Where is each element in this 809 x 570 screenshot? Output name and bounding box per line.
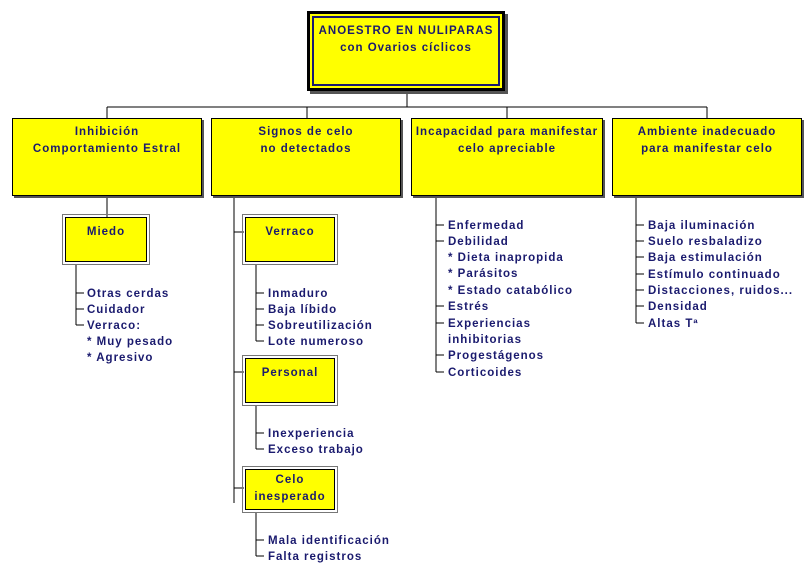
list-item: inhibitorias (448, 334, 522, 346)
subnode-celo-inesperado: Celo inesperado (242, 466, 338, 513)
subnode-title: Miedo (86, 226, 126, 238)
category-inhibicion: Inhibición Comportamiento Estral (12, 118, 202, 196)
list-item: * Muy pesado (87, 336, 174, 348)
list-item: Baja líbido (268, 304, 338, 316)
list-item: Falta registros (268, 551, 363, 563)
subnode-title-line2: inesperado (254, 491, 326, 503)
category-line1: Ambiente inadecuado (637, 126, 777, 138)
list-item: Estrés (448, 301, 490, 313)
category-signos: Signos de celo no detectados (211, 118, 401, 196)
subnode-title: Verraco (265, 226, 315, 238)
list-item: Enfermedad (448, 220, 525, 232)
subnode-verraco: Verraco (242, 214, 338, 265)
category-line2: no detectados (260, 143, 352, 155)
root-subtitle: con Ovarios cíclicos (340, 42, 472, 54)
subnode-personal: Personal (242, 355, 338, 406)
list-item: Sobreutilización (268, 320, 373, 332)
list-item: Cuidador (87, 304, 146, 316)
category-line1: Incapacidad para manifestar (415, 126, 599, 138)
subnode-title-line1: Celo (275, 474, 305, 486)
list-item: Inmaduro (268, 288, 329, 300)
subnode-title: Personal (261, 367, 319, 379)
list-item: Mala identificación (268, 535, 390, 547)
list-item: Lote numeroso (268, 336, 365, 348)
category-line1: Signos de celo (258, 126, 354, 138)
list-item: Altas Tª (648, 318, 699, 330)
list-item: Baja iluminación (648, 220, 756, 232)
list-item: * Agresivo (87, 352, 154, 364)
list-item: Verraco: (87, 320, 142, 332)
list-item: Corticoides (448, 367, 523, 379)
root-node: ANOESTRO EN NULIPARAS con Ovarios cíclic… (307, 11, 505, 91)
list-item: Suelo resbaladizo (648, 236, 763, 248)
list-item: * Parásitos (448, 268, 519, 280)
list-item: * Estado catabólico (448, 285, 574, 297)
category-line2: celo apreciable (457, 143, 557, 155)
category-line1: Inhibición (74, 126, 140, 138)
list-item: Progestágenos (448, 350, 545, 362)
list-item: Densidad (648, 301, 708, 313)
list-item: Otras cerdas (87, 288, 170, 300)
category-line2: para manifestar celo (641, 143, 773, 155)
list-item: Debilidad (448, 236, 509, 248)
list-item: Distacciones, ruidos... (648, 285, 794, 297)
list-item: * Dieta inapropida (448, 252, 564, 264)
category-incapacidad: Incapacidad para manifestar celo aprecia… (411, 118, 603, 196)
list-item: Inexperiencia (268, 428, 355, 440)
subnode-miedo: Miedo (62, 214, 150, 265)
list-item: Exceso trabajo (268, 444, 364, 456)
root-title: ANOESTRO EN NULIPARAS (318, 25, 494, 37)
list-item: Estímulo continuado (648, 269, 781, 281)
list-item: Baja estimulación (648, 252, 763, 264)
category-line2: Comportamiento Estral (32, 143, 182, 155)
category-ambiente: Ambiente inadecuado para manifestar celo (612, 118, 802, 196)
list-item: Experiencias (448, 318, 531, 330)
